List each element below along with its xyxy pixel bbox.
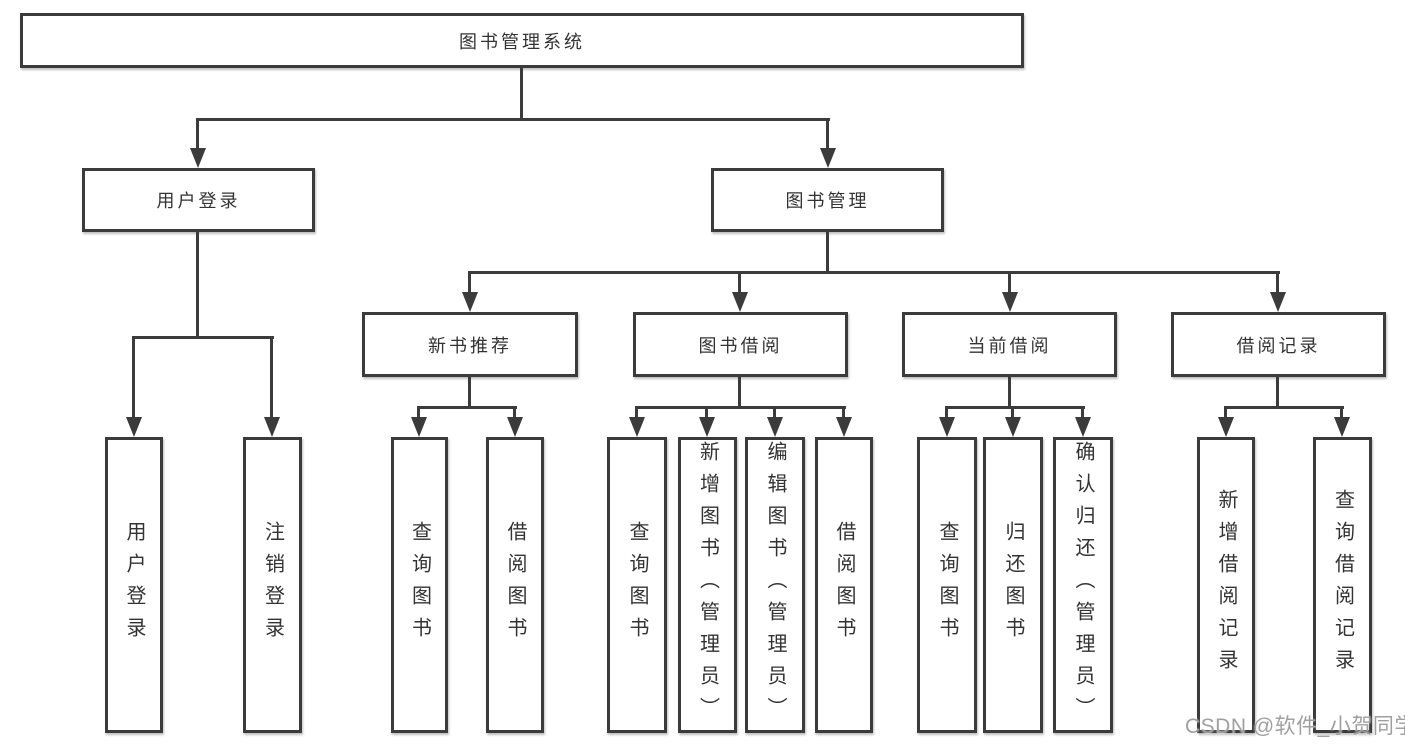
node-borrow-records: 借阅记录 — [1171, 312, 1386, 377]
connector-leaf-drop — [270, 336, 273, 419]
connector-l3-stem — [468, 377, 471, 409]
node-label: 图书借阅 — [698, 335, 783, 356]
connector-l3-drop — [1276, 271, 1279, 294]
leaf-label: 归还图书 — [1002, 521, 1024, 649]
connector-l3-stem — [1008, 377, 1011, 409]
connector-leaf-drop — [945, 406, 948, 419]
node-label: 当前借阅 — [967, 335, 1052, 356]
arrowhead-leaf — [699, 417, 715, 437]
connector-leaf-drop — [1340, 406, 1343, 419]
leaf-label: 编辑图书（管理员） — [764, 441, 786, 729]
node-label: 新书推荐 — [428, 335, 512, 356]
leaf-label: 查询借阅记录 — [1331, 489, 1354, 681]
leaf-label: 查询图书 — [408, 521, 431, 649]
arrowhead-leaf — [1334, 417, 1350, 437]
node-label: 图书管理系统 — [459, 31, 585, 52]
leaf-confirm-return-admin: 确认归还（管理员） — [1053, 437, 1113, 733]
node-user-login: 用户登录 — [82, 168, 315, 232]
node-label: 借阅记录 — [1236, 335, 1321, 356]
node-book-borrow: 图书借阅 — [633, 312, 848, 377]
arrowhead-leaf — [836, 417, 852, 437]
connector-leaf-drop — [132, 336, 135, 419]
arrowhead-book-mgmt — [820, 148, 836, 168]
arrowhead-leaf — [126, 417, 142, 437]
connector-leaf-drop — [773, 406, 776, 419]
connector-book-mgmt-drop — [826, 118, 829, 150]
node-book-management: 图书管理 — [711, 168, 944, 232]
connector-leaf-rail — [636, 406, 846, 409]
leaf-label: 新增借阅记录 — [1215, 489, 1237, 681]
connector-leaf-drop — [842, 406, 845, 419]
leaf-query-books: 查询图书 — [391, 437, 448, 733]
leaf-label: 新增图书（管理员） — [696, 441, 719, 729]
connector-book-mgmt-rail — [469, 271, 1280, 274]
leaf-return-books: 归还图书 — [983, 437, 1043, 733]
arrowhead-leaf — [1005, 417, 1021, 437]
arrowhead-leaf — [939, 417, 955, 437]
leaf-label: 用户登录 — [123, 521, 145, 649]
leaf-query-books: 查询图书 — [607, 437, 667, 733]
node-new-book-recommend: 新书推荐 — [362, 312, 578, 377]
connector-l3-stem — [1276, 377, 1279, 409]
connector-user-login-drop — [196, 118, 199, 150]
leaf-label: 确认归还（管理员） — [1072, 441, 1094, 729]
connector-user-login-rail — [133, 336, 274, 339]
connector-l3-drop — [468, 271, 471, 294]
leaf-borrow-books: 借阅图书 — [486, 437, 544, 733]
leaf-label: 借阅图书 — [504, 521, 526, 649]
connector-leaf-drop — [705, 406, 708, 419]
connector-leaf-drop — [635, 406, 638, 419]
leaf-add-book-admin: 新增图书（管理员） — [678, 437, 737, 733]
connector-leaf-rail — [946, 406, 1085, 409]
arrowhead-new-book-recommend — [462, 292, 478, 312]
leaf-label: 查询图书 — [936, 521, 958, 649]
arrowhead-borrow-records — [1270, 292, 1286, 312]
connector-leaf-rail — [1225, 406, 1344, 409]
arrowhead-leaf — [767, 417, 783, 437]
leaf-user-login: 用户登录 — [105, 437, 163, 733]
connector-leaf-drop — [513, 406, 516, 419]
connector-l3-stem — [738, 377, 741, 409]
arrowhead-leaf — [1218, 417, 1234, 437]
arrowhead-book-borrow — [732, 292, 748, 312]
leaf-edit-book-admin: 编辑图书（管理员） — [745, 437, 805, 733]
connector-l3-drop — [738, 271, 741, 294]
connector-leaf-drop — [1224, 406, 1227, 419]
arrowhead-user-login — [190, 148, 206, 168]
connector-user-login-stem — [196, 232, 199, 339]
node-current-borrow: 当前借阅 — [902, 312, 1117, 377]
leaf-borrow-books: 借阅图书 — [815, 437, 873, 733]
connector-l3-drop — [1008, 271, 1011, 294]
node-library-management-system: 图书管理系统 — [20, 13, 1024, 68]
leaf-label: 借阅图书 — [833, 521, 855, 649]
arrowhead-leaf — [411, 417, 427, 437]
leaf-logout: 注销登录 — [243, 437, 302, 733]
node-label: 用户登录 — [156, 191, 241, 211]
arrowhead-leaf — [629, 417, 645, 437]
connector-book-mgmt-stem — [826, 232, 829, 274]
leaf-label: 注销登录 — [261, 521, 284, 649]
csdn-watermark: CSDN @软件_小贺同学 — [1185, 715, 1405, 738]
arrowhead-leaf — [507, 417, 523, 437]
leaf-query-borrow-record: 查询借阅记录 — [1313, 437, 1372, 733]
leaf-query-books: 查询图书 — [917, 437, 977, 733]
connector-leaf-drop — [1081, 406, 1084, 419]
connector-leaf-drop — [417, 406, 420, 419]
connector-leaf-drop — [1011, 406, 1014, 419]
connector-root-stem — [520, 68, 523, 121]
connector-root-rail — [197, 118, 830, 121]
leaf-add-borrow-record: 新增借阅记录 — [1197, 437, 1255, 733]
connector-leaf-rail — [418, 406, 517, 409]
node-label: 图书管理 — [785, 191, 870, 211]
arrowhead-current-borrow — [1002, 292, 1018, 312]
leaf-label: 查询图书 — [626, 521, 648, 649]
arrowhead-leaf — [1075, 417, 1091, 437]
arrowhead-leaf — [264, 417, 280, 437]
